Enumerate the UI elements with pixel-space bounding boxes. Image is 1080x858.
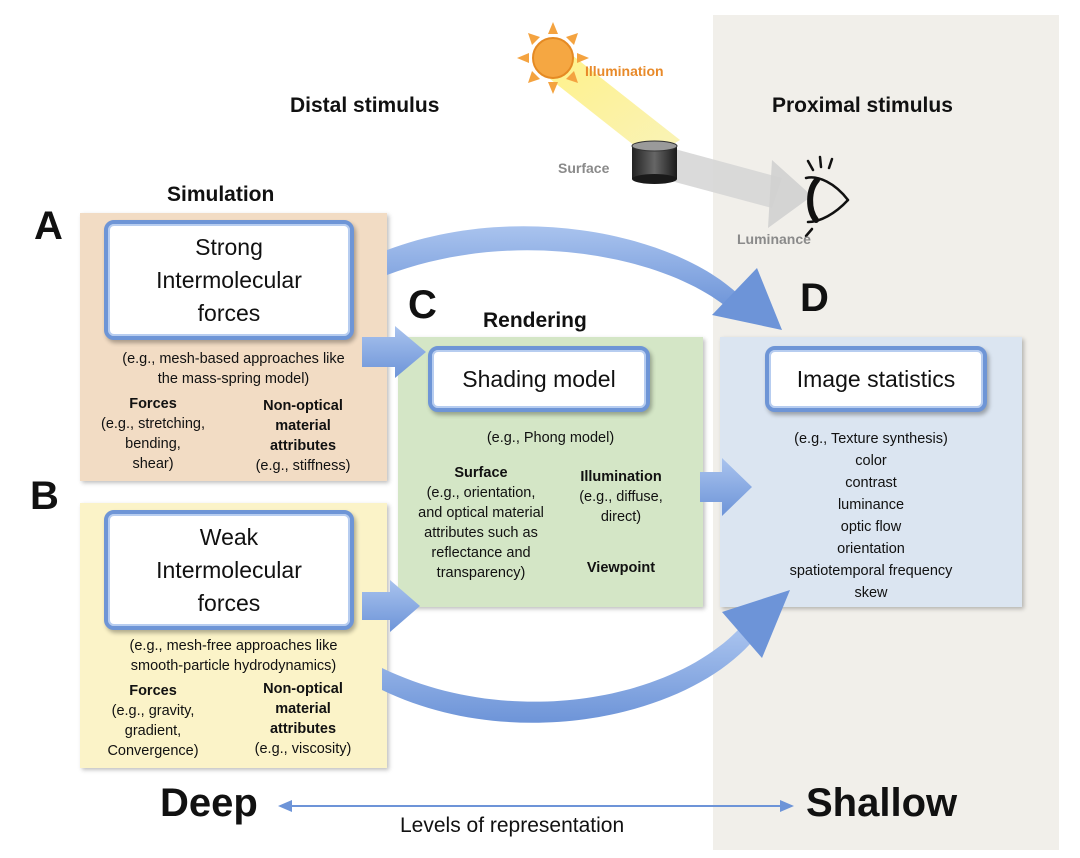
panel-a-example: (e.g., mesh-based approaches like the ma…	[80, 349, 387, 389]
list-item: color	[855, 453, 887, 469]
eye-icon	[804, 155, 850, 238]
list-item: orientation	[837, 541, 905, 557]
distal-stimulus-heading: Distal stimulus	[290, 94, 440, 117]
surface-line: transparency)	[436, 565, 526, 581]
simulation-heading: Simulation	[167, 183, 275, 206]
luminance-beam	[660, 145, 782, 208]
title-line: Intermolecular	[156, 266, 302, 293]
forces-line: (e.g., stretching,	[101, 416, 205, 432]
panel-b-forces: Forces (e.g., gravity, gradient, Converg…	[78, 681, 228, 761]
luminance-beam-head	[768, 160, 812, 228]
surface-cylinder-icon	[631, 140, 678, 184]
surface-line: (e.g., orientation,	[426, 485, 536, 501]
list-item: optic flow	[840, 519, 902, 535]
attributes-line: (e.g., viscosity)	[254, 741, 352, 757]
list-item: skew	[854, 585, 888, 601]
panel-b-example: (e.g., mesh-free approaches like smooth-…	[80, 636, 387, 676]
forces-line: gradient,	[124, 723, 182, 739]
attributes-heading: Non-optical	[263, 681, 343, 697]
strong-forces-title-box: Strong Intermolecular forces	[104, 220, 354, 340]
weak-forces-title-box: Weak Intermolecular forces	[104, 510, 354, 630]
title-line: Intermolecular	[156, 556, 302, 583]
illumination-label: Illumination	[585, 63, 664, 79]
title-line: forces	[197, 589, 261, 616]
arrow-a-to-c	[362, 326, 426, 378]
surface-line: attributes such as	[424, 525, 538, 541]
shading-model-title-box: Shading model	[428, 346, 650, 412]
image-statistics-title: Image statistics	[796, 365, 956, 392]
panel-c-illumination: Illumination (e.g., diffuse, direct)	[562, 467, 680, 527]
example-line: (e.g., mesh-based approaches like	[122, 351, 345, 367]
forces-line: bending,	[125, 436, 181, 452]
attributes-heading: attributes	[269, 721, 337, 737]
panel-b-attributes: Non-optical material attributes (e.g., v…	[228, 679, 378, 759]
forces-heading: Forces	[129, 396, 177, 412]
illumination-line: direct)	[600, 509, 642, 525]
arrow-a-to-d	[387, 226, 782, 330]
proximal-stimulus-heading: Proximal stimulus	[772, 94, 953, 117]
shallow-label: Shallow	[806, 781, 958, 825]
list-item: contrast	[845, 475, 897, 491]
title-line: Weak	[199, 523, 259, 550]
panel-d-letter: D	[800, 276, 829, 320]
panel-a-letter: A	[34, 204, 63, 248]
viewpoint-label: Viewpoint	[586, 560, 656, 576]
example-line: (e.g., mesh-free approaches like	[129, 638, 338, 654]
title-line: forces	[197, 299, 261, 326]
surface-label: Surface	[558, 160, 610, 176]
surface-heading: Surface	[454, 465, 508, 481]
forces-heading: Forces	[129, 683, 177, 699]
panel-b-letter: B	[30, 474, 59, 518]
arrow-c-to-d	[700, 458, 752, 516]
title-line: Strong	[195, 233, 263, 260]
list-item: spatiotemporal frequency	[789, 563, 953, 579]
arrow-b-to-c	[362, 580, 420, 632]
example-line: smooth-particle hydrodynamics)	[130, 658, 337, 674]
forces-line: Convergence)	[107, 743, 199, 759]
deep-label: Deep	[160, 781, 258, 825]
panel-a-forces: Forces (e.g., stretching, bending, shear…	[78, 394, 228, 474]
panel-c-surface: Surface (e.g., orientation, and optical …	[398, 463, 564, 583]
illumination-heading: Illumination	[580, 469, 662, 485]
attributes-line: (e.g., stiffness)	[255, 458, 351, 474]
forces-line: shear)	[132, 456, 174, 472]
surface-line: reflectance and	[431, 545, 531, 561]
panel-a-attributes: Non-optical material attributes (e.g., s…	[228, 396, 378, 476]
attributes-heading: attributes	[269, 438, 337, 454]
attributes-heading: material	[275, 701, 331, 717]
levels-of-representation-label: Levels of representation	[400, 814, 625, 837]
shading-model-title: Shading model	[462, 365, 616, 392]
list-item: (e.g., Texture synthesis)	[794, 431, 948, 447]
attributes-heading: Non-optical	[263, 398, 343, 414]
forces-line: (e.g., gravity,	[111, 703, 195, 719]
attributes-heading: material	[275, 418, 331, 434]
sun-icon	[517, 22, 589, 94]
illumination-beam	[545, 55, 680, 158]
rendering-heading: Rendering	[483, 309, 587, 332]
levels-axis-arrow	[278, 800, 794, 812]
panel-c-letter: C	[408, 283, 437, 327]
arrow-b-to-d	[382, 590, 790, 723]
luminance-label: Luminance	[737, 231, 811, 247]
panel-d-list: (e.g., Texture synthesis) color contrast…	[720, 428, 1022, 604]
illumination-line: (e.g., diffuse,	[579, 489, 663, 505]
image-statistics-title-box: Image statistics	[765, 346, 987, 412]
list-item: luminance	[837, 497, 905, 513]
phong-example: (e.g., Phong model)	[486, 430, 615, 446]
surface-line: and optical material	[418, 505, 544, 521]
example-line: the mass-spring model)	[157, 371, 310, 387]
